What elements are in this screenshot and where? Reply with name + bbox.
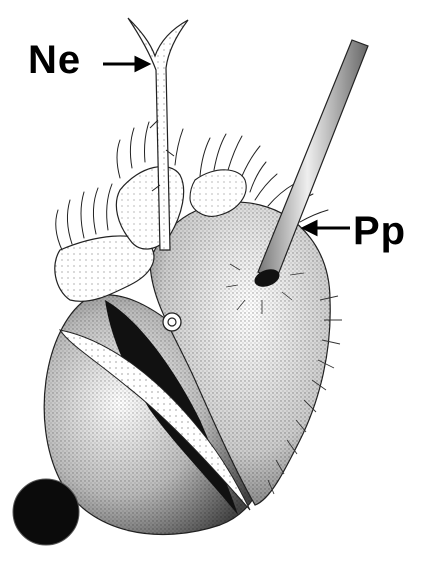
- eye-ring: [163, 313, 181, 331]
- label-ne: Ne: [28, 40, 81, 80]
- arrow-ne: [103, 58, 148, 70]
- arrow-pp: [304, 222, 350, 234]
- label-pp: Pp: [353, 211, 406, 251]
